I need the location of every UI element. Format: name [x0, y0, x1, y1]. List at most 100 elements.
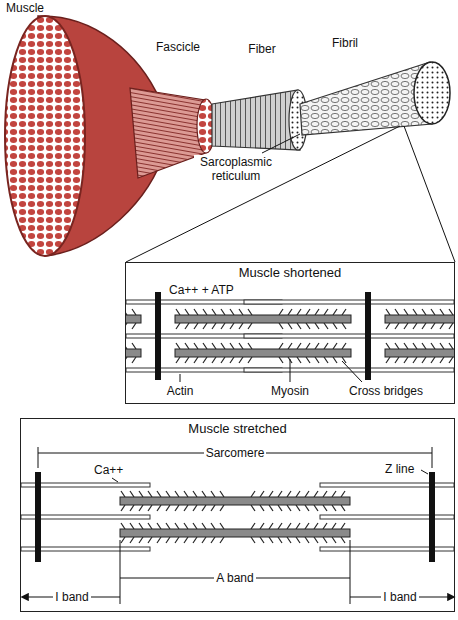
cross-bridge — [139, 537, 143, 543]
actin-filament — [244, 300, 454, 304]
cross-bridge — [193, 537, 197, 543]
cross-bridge — [148, 491, 152, 497]
cross-bridge — [202, 505, 206, 511]
cross-bridge — [305, 537, 309, 543]
cross-bridge — [184, 537, 188, 543]
cross-bridge — [306, 343, 310, 349]
z-line — [155, 292, 161, 380]
cross-bridge — [269, 537, 273, 543]
cross-bridge — [166, 537, 170, 543]
cross-bridge — [185, 343, 189, 349]
cross-bridge — [314, 523, 318, 529]
cross-bridge — [251, 523, 255, 529]
cross-bridge — [184, 505, 188, 511]
cross-bridge — [251, 537, 255, 543]
cross-bridge — [121, 491, 125, 497]
cross-bridge — [251, 491, 255, 497]
cross-bridge — [202, 523, 206, 529]
cross-bridge — [296, 491, 300, 497]
leader-line — [421, 470, 428, 474]
part-label: Ca++ — [92, 463, 125, 477]
cross-bridge — [239, 323, 243, 329]
cross-bridge — [184, 523, 188, 529]
cross-bridge — [220, 505, 224, 511]
cross-bridge — [386, 357, 390, 363]
cross-bridge — [431, 357, 435, 363]
cross-bridge — [148, 537, 152, 543]
cross-bridge — [440, 323, 444, 329]
cross-bridge — [221, 323, 225, 329]
cross-bridge — [251, 505, 255, 511]
cross-bridge — [230, 309, 234, 315]
cross-bridge — [342, 323, 346, 329]
cross-bridge — [341, 523, 345, 529]
myosin-filament — [175, 315, 351, 323]
cross-bridge — [440, 357, 444, 363]
cross-bridge — [287, 537, 291, 543]
cross-bridge — [341, 491, 345, 497]
cross-bridge — [296, 505, 300, 511]
part-label: Sarcomere — [204, 446, 267, 460]
cross-bridge — [404, 343, 408, 349]
cross-bridge — [130, 505, 134, 511]
cross-bridge — [279, 357, 283, 363]
cross-bridge — [132, 323, 136, 329]
cross-bridge — [176, 343, 180, 349]
muscle-cut-face — [5, 16, 85, 256]
cross-bridge — [422, 357, 426, 363]
cross-bridge — [422, 323, 426, 329]
cross-bridge — [306, 323, 310, 329]
cross-bridge — [212, 323, 216, 329]
z-line — [365, 292, 371, 380]
cross-bridge — [288, 343, 292, 349]
cross-bridge — [220, 523, 224, 529]
part-label: Myosin — [269, 384, 311, 398]
cross-bridge — [130, 523, 134, 529]
cross-bridge — [413, 323, 417, 329]
cross-bridge — [278, 505, 282, 511]
cross-bridge — [212, 343, 216, 349]
myosin-filament — [385, 349, 454, 357]
cross-bridge — [449, 309, 453, 315]
cross-bridge — [220, 491, 224, 497]
part-label: Cross bridges — [347, 384, 425, 398]
cross-bridge — [314, 537, 318, 543]
part-label: Fascicle — [154, 40, 202, 54]
cross-bridge — [121, 537, 125, 543]
part-label: I band — [381, 590, 418, 604]
cross-bridge — [248, 343, 252, 349]
band-boundary — [350, 540, 351, 604]
cross-bridge — [332, 491, 336, 497]
part-label: I band — [53, 590, 90, 604]
cross-bridge — [395, 309, 399, 315]
cross-bridge — [194, 309, 198, 315]
cross-bridge — [194, 357, 198, 363]
cross-bridge — [305, 505, 309, 511]
cross-bridge — [332, 537, 336, 543]
part-label: Fibril — [330, 36, 360, 50]
cross-bridge — [404, 323, 408, 329]
cross-bridge — [157, 491, 161, 497]
cross-bridge — [221, 343, 225, 349]
cross-bridge — [202, 491, 206, 497]
cross-bridge — [342, 309, 346, 315]
cross-bridge — [324, 357, 328, 363]
part-label: Fiber — [246, 42, 277, 56]
myosin-filament — [126, 349, 141, 357]
part-label: Muscle — [4, 1, 46, 15]
cross-bridge — [315, 357, 319, 363]
cross-bridge — [323, 537, 327, 543]
cross-bridge — [132, 357, 136, 363]
z-line — [35, 472, 41, 562]
cross-bridge — [211, 491, 215, 497]
cross-bridge — [440, 343, 444, 349]
cross-bridge — [279, 343, 283, 349]
cross-bridge — [130, 537, 134, 543]
zoom-line — [404, 126, 455, 262]
cross-bridge — [148, 505, 152, 511]
cross-bridge — [239, 357, 243, 363]
cross-bridge — [185, 323, 189, 329]
part-label: Sarcoplasmic reticulum — [194, 155, 278, 183]
cross-bridge — [184, 491, 188, 497]
